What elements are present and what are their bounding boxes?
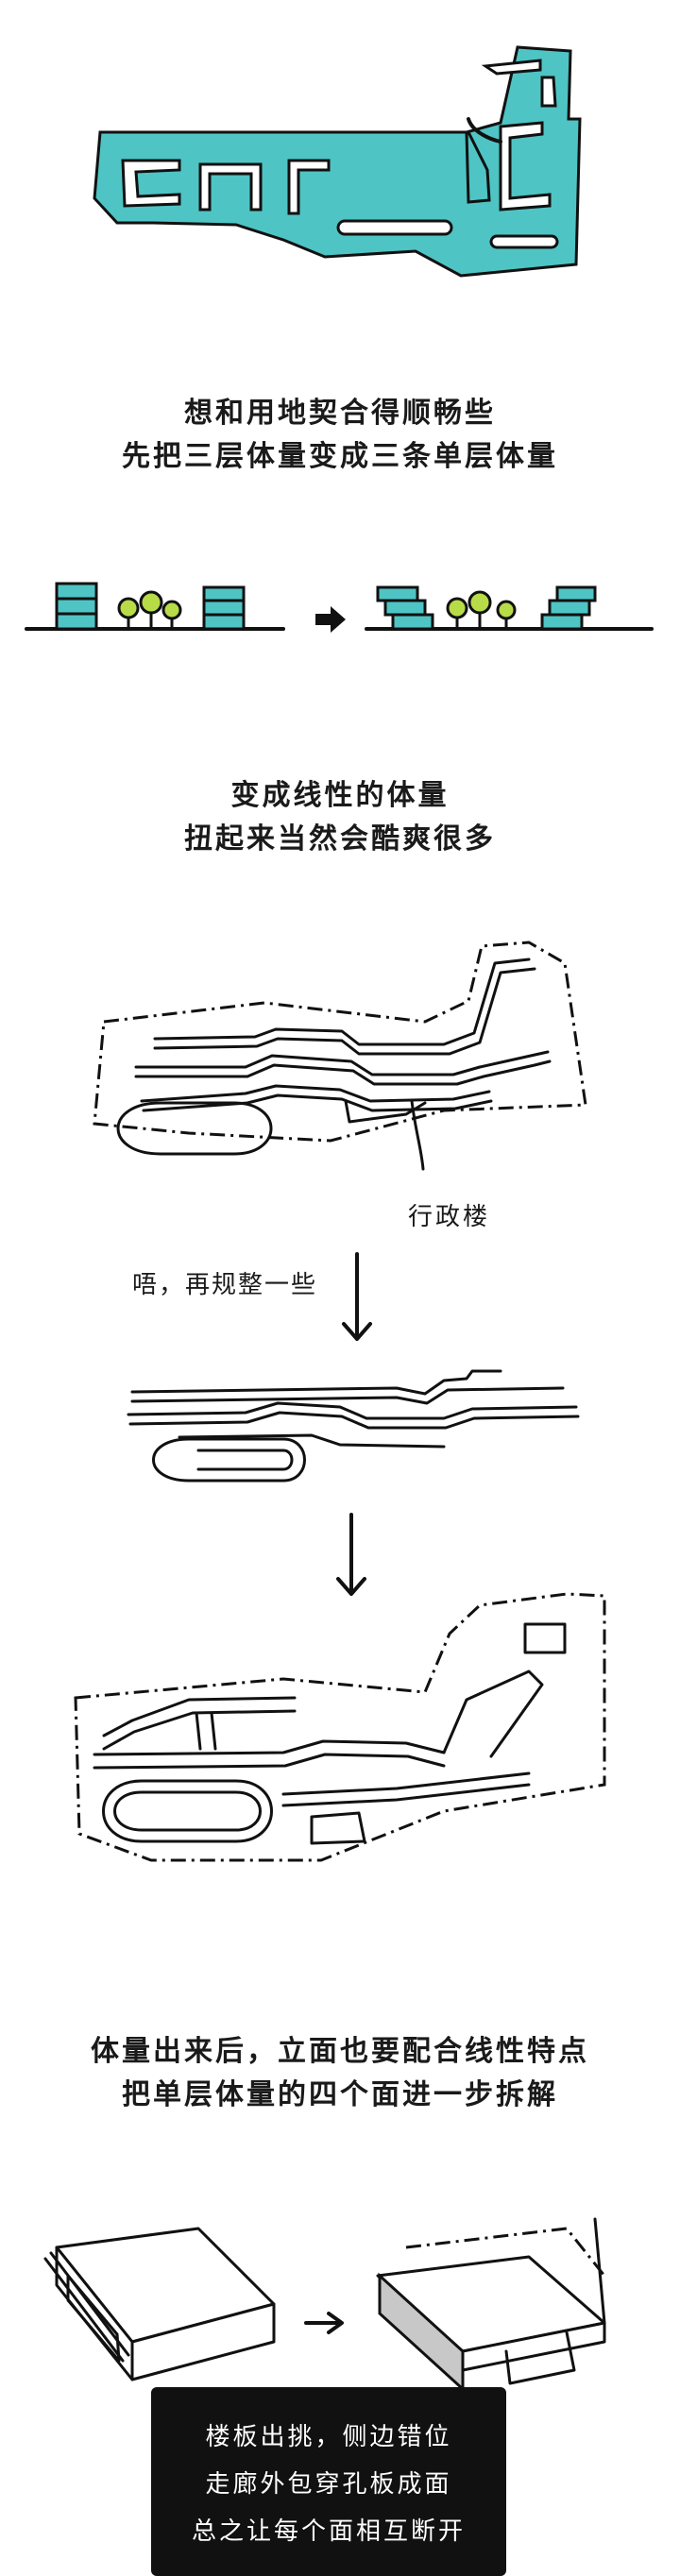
section-transform-sketch	[25, 582, 654, 633]
right-building-stack	[202, 585, 246, 631]
strip-stack-right	[540, 585, 597, 631]
tree-icon	[446, 590, 517, 631]
site-boundary	[93, 941, 587, 1143]
oval-track	[116, 1101, 273, 1156]
caption-line: 想和用地契合得顺畅些	[184, 397, 496, 430]
teal-massing-shape	[93, 45, 582, 278]
caption-line: 体量出来后，立面也要配合线性特点	[91, 2035, 589, 2068]
arrow-down-icon	[342, 1252, 372, 1341]
final-site-plan-sketch	[74, 1592, 606, 1862]
caption-massing-transform: 想和用地契合得顺畅些 先把三层体量变成三条单层体量	[0, 392, 680, 479]
leader-line	[410, 1099, 425, 1171]
caption-line: 变成线性的体量	[230, 779, 450, 812]
admin-building-label: 行政楼	[408, 1203, 491, 1231]
oval-track	[102, 1779, 273, 1843]
plain-volume	[43, 2227, 276, 2381]
box-line: 总之让每个面相互断开	[191, 2517, 466, 2546]
caption-line: 扭起来当然会酷爽很多	[184, 822, 496, 856]
refined-strips-sketch	[127, 1369, 580, 1483]
arrow-down-icon	[336, 1513, 366, 1596]
arrow-right-icon	[304, 2312, 344, 2334]
box-line: 走廊外包穿孔板成面	[205, 2470, 452, 2499]
box-line: 楼板出挑，侧边错位	[205, 2423, 452, 2451]
facade-decomposition-sketch	[43, 2217, 606, 2393]
massing-plan-sketch	[93, 45, 582, 278]
massing-voids	[121, 59, 559, 249]
small-block	[523, 1622, 567, 1654]
caption-facade-split: 体量出来后，立面也要配合线性特点 把单层体量的四个面进一步拆解	[0, 2030, 680, 2117]
caption-line: 先把三层体量变成三条单层体量	[122, 440, 558, 473]
tree-icon	[117, 590, 182, 631]
strip-stack-left	[376, 585, 434, 631]
left-building-stack	[55, 582, 98, 631]
caption-linear-volume: 变成线性的体量 扭起来当然会酷爽很多	[0, 774, 680, 861]
arrow-right-icon	[315, 606, 346, 633]
oval-track	[152, 1437, 306, 1483]
facade-note-box: 楼板出挑，侧边错位 走廊外包穿孔板成面 总之让每个面相互断开	[151, 2387, 506, 2576]
twisted-strips-plan-sketch	[93, 941, 587, 1171]
refine-note: 唔，再规整一些	[132, 1271, 318, 1299]
site-boundary	[74, 1592, 606, 1862]
articulated-volume	[376, 2217, 606, 2393]
linear-strips	[134, 958, 552, 1124]
caption-line: 把单层体量的四个面进一步拆解	[122, 2078, 558, 2111]
